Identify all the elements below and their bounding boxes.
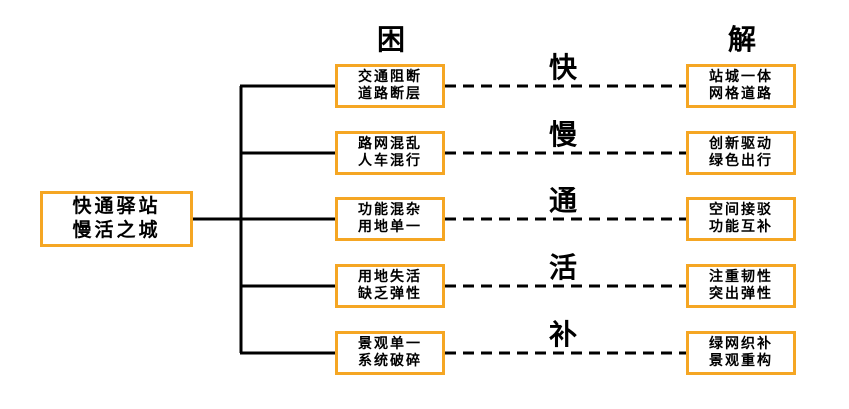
solution-box-3: 空间接驳 功能互补 <box>686 197 796 241</box>
problem-3-line-2: 用地单一 <box>358 219 422 235</box>
root-box: 快通驿站 慢活之城 <box>40 191 193 247</box>
solution-5-line-2: 景观重构 <box>709 353 773 369</box>
solution-3-line-1: 空间接驳 <box>709 201 773 218</box>
solution-5-line-1: 绿网织补 <box>709 335 773 352</box>
solution-2-line-2: 绿色出行 <box>709 153 773 169</box>
problem-4-line-2: 缺乏弹性 <box>358 286 422 302</box>
solution-header: 解 <box>727 23 757 56</box>
problem-5-line-1: 景观单一 <box>358 335 422 352</box>
problem-2-line-2: 人车混行 <box>358 153 422 169</box>
problem-3-line-1: 功能混杂 <box>358 201 422 218</box>
solution-1-line-1: 站城一体 <box>709 68 773 85</box>
keyword-1: 快 <box>548 51 578 84</box>
problem-2-line-1: 路网混乱 <box>358 135 422 152</box>
solution-1-line-2: 网格道路 <box>709 86 773 102</box>
problem-box-1: 交通阻断 道路断层 <box>335 64 445 108</box>
root-line-1: 快通驿站 <box>72 195 161 218</box>
problem-5-line-2: 系统破碎 <box>358 353 422 369</box>
problem-4-line-1: 用地失活 <box>358 268 422 285</box>
problem-box-4: 用地失活 缺乏弹性 <box>335 264 445 308</box>
solution-4-line-2: 突出弹性 <box>709 286 773 302</box>
solution-3-line-2: 功能互补 <box>709 219 773 235</box>
keyword-4: 活 <box>548 251 578 284</box>
solution-4-line-1: 注重韧性 <box>709 268 773 285</box>
problem-1-line-1: 交通阻断 <box>358 68 422 85</box>
root-line-2: 慢活之城 <box>72 219 161 241</box>
keyword-3: 通 <box>548 184 578 217</box>
problem-header: 困 <box>376 23 406 56</box>
solution-box-5: 绿网织补 景观重构 <box>686 331 796 375</box>
keyword-2: 慢 <box>548 118 578 151</box>
solution-box-4: 注重韧性 突出弹性 <box>686 264 796 308</box>
problem-box-2: 路网混乱 人车混行 <box>335 131 445 175</box>
solution-2-line-1: 创新驱动 <box>709 135 773 152</box>
problem-1-line-2: 道路断层 <box>358 86 422 102</box>
problem-box-5: 景观单一 系统破碎 <box>335 331 445 375</box>
solution-box-2: 创新驱动 绿色出行 <box>686 131 796 175</box>
keyword-5: 补 <box>548 318 578 351</box>
solution-box-1: 站城一体 网格道路 <box>686 64 796 108</box>
problem-box-3: 功能混杂 用地单一 <box>335 197 445 241</box>
